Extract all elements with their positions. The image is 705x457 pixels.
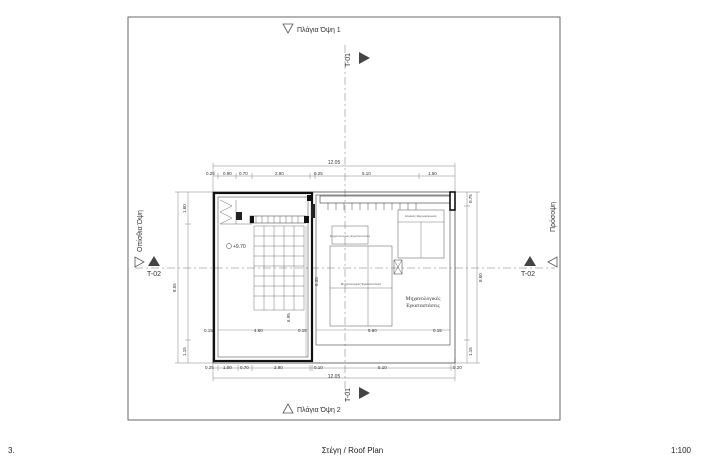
- drawing-frame: [127, 16, 561, 421]
- view-marker-bottom: [282, 403, 294, 414]
- dimension-bottom: [212, 358, 456, 381]
- section-t01-bottom: T-01: [345, 388, 352, 402]
- left-roof-wall-inner: [217, 196, 309, 358]
- railing-ticks: [255, 216, 299, 223]
- dim-inner-height-2: 6.35: [314, 277, 319, 286]
- dim-inner-side-mid: 0.15: [298, 328, 307, 333]
- dimension-left: [175, 191, 213, 364]
- section-arrow-t01-bottom: [359, 387, 370, 399]
- dim-inner-side-right: 0.15: [433, 328, 442, 333]
- front-view-label: Πρόσοψη: [549, 202, 557, 232]
- side-view-1-label: Πλάγια Όψη 1: [297, 26, 341, 34]
- dim-inner-side-left: 0.15: [204, 328, 213, 333]
- section-arrow-t02-left: [148, 256, 160, 266]
- dim-bottom-seg-5: 5.10: [378, 365, 387, 370]
- dim-bottom-total: 12.05: [328, 374, 341, 380]
- side-view-2-label: Πλάγια Όψη 2: [297, 406, 341, 414]
- sheet-scale: 1:100: [670, 446, 691, 455]
- view-marker-top: [282, 23, 294, 34]
- equipment-small-label: Μηχανολογικές Εγκαταστάσεις: [330, 234, 371, 238]
- pv-panel-grid: [253, 225, 305, 311]
- dim-right-seg-1: 8.50: [478, 273, 483, 282]
- dim-left-seg-0: 1.60: [182, 204, 187, 213]
- parapet-corner-right: [449, 191, 456, 211]
- dim-inner-width-right: 5.80: [368, 328, 377, 333]
- column-block-1: [250, 216, 254, 223]
- vent-x-2: [393, 259, 403, 275]
- dim-bottom-seg-0: 0.25: [205, 365, 214, 370]
- section-arrow-t02-right: [524, 256, 536, 266]
- sheet-number: 3.: [8, 446, 15, 455]
- dim-top-seg-5: 5.10: [362, 171, 371, 176]
- dim-top-seg-6: 1.50: [428, 171, 437, 176]
- dim-left-seg-2: 1.15: [182, 347, 187, 356]
- dim-inner-width-left: 4.60: [254, 328, 263, 333]
- section-t02-right: T-02: [521, 271, 535, 278]
- dim-bottom-seg-2: 0.70: [240, 365, 249, 370]
- stair-landing-block: [236, 212, 242, 220]
- right-roof-outline: [315, 194, 451, 346]
- sheet-title: Στέγη / Roof Plan: [321, 446, 384, 455]
- solar-heater-label: Ηλιακός Θερμοσίφωνας: [405, 214, 437, 218]
- view-marker-right: [547, 256, 558, 268]
- equipment-area-label: Μηχανολογικές Εγκαταστάσεις: [341, 282, 382, 286]
- elevation-label: +9.70: [233, 244, 246, 250]
- dim-bottom-seg-3: 2.90: [274, 365, 283, 370]
- dimension-right: [455, 191, 480, 364]
- dim-bottom-seg-4: 0.10: [314, 365, 323, 370]
- dim-right-seg-2: 1.15: [468, 347, 473, 356]
- column-block-2: [304, 216, 309, 223]
- left-roof-wall-outer: [212, 191, 314, 363]
- dim-top-seg-3: 2.90: [275, 171, 284, 176]
- equipment-main-label: Μηχανολογικές Εγκαταστάσεις: [405, 296, 441, 310]
- vent-symbol: [393, 259, 403, 275]
- railing-band: [249, 215, 307, 224]
- section-arrow-t01-top: [359, 52, 370, 64]
- wall-block-left: [311, 204, 315, 218]
- dim-top-seg-0: 0.25: [206, 171, 215, 176]
- dim-bottom-seg-1: 1.00: [223, 365, 232, 370]
- dim-top-seg-2: 0.70: [239, 171, 248, 176]
- parapet-ticks: [327, 203, 417, 210]
- elevation-marker-icon: [226, 243, 232, 249]
- dim-top-seg-1: 0.90: [223, 171, 232, 176]
- equipment-area: [329, 245, 393, 327]
- dim-right-seg-0: 0.75: [468, 194, 473, 203]
- dim-top-seg-4: 0.25: [314, 171, 323, 176]
- rear-view-label: Οπίσθια Όψη: [136, 210, 144, 252]
- dim-left-seg-1: 8.55: [172, 283, 177, 292]
- view-marker-left: [134, 256, 145, 268]
- dimension-top: [212, 163, 456, 192]
- dim-inner-height: 6.95: [286, 313, 291, 322]
- parapet-top-band: [319, 195, 451, 204]
- equipment-box-small: [331, 225, 369, 245]
- section-t01-top: T-01: [345, 53, 352, 67]
- column-block-3: [307, 195, 313, 201]
- section-t02-left: T-02: [147, 271, 161, 278]
- dim-top-total: 12.05: [328, 160, 341, 166]
- dim-bottom-seg-6: 0.20: [453, 365, 462, 370]
